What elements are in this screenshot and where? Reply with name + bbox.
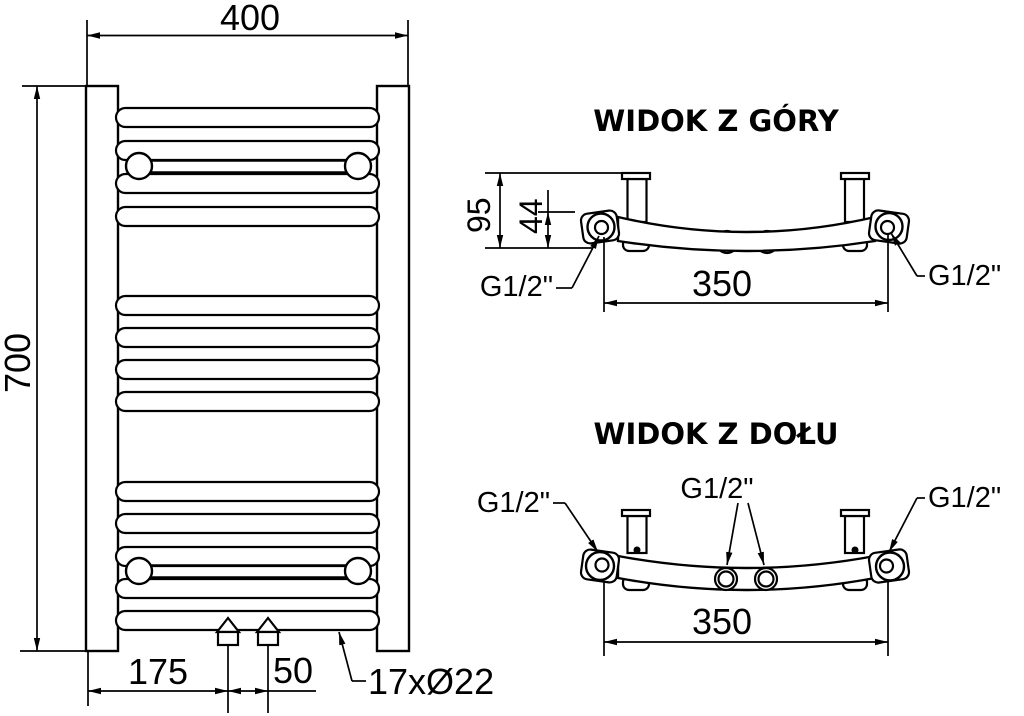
radiator-rung — [114, 106, 381, 129]
wall-post-left — [620, 171, 652, 253]
radiator-rung — [114, 512, 381, 535]
radiator-rung — [114, 545, 381, 568]
bottom-offset-label: 175 — [128, 651, 188, 692]
radiator-rung — [114, 358, 381, 381]
top-left-connection-callout: G1/2" — [480, 235, 600, 303]
connection-right-bottom — [867, 548, 911, 584]
upper-bracket-left — [124, 151, 154, 181]
radiator-rung — [114, 139, 381, 162]
dimension-valve-offsets: 175 50 — [87, 650, 316, 706]
curved-rail-bottom — [616, 554, 877, 592]
width-label: 400 — [220, 0, 280, 38]
bottom-left-connection-label: G1/2" — [477, 487, 550, 519]
connection-left-bottom — [579, 548, 621, 584]
radiator-rung — [114, 480, 381, 503]
bottom-center-connection-label: G1/2" — [680, 473, 753, 505]
rung-spec-callout: 17xØ22 — [338, 631, 494, 702]
bottom-view: WIDOK Z DOŁU — [477, 417, 1001, 656]
radiator-rung — [114, 294, 381, 317]
radiator-rung — [114, 172, 381, 195]
top-view-title: WIDOK Z GÓRY — [593, 104, 839, 138]
bottom-view-title: WIDOK Z DOŁU — [593, 417, 838, 451]
top-view: WIDOK Z GÓRY — [461, 104, 1001, 312]
dimension-width: 400 — [86, 0, 409, 85]
right-collector-tube — [375, 84, 411, 653]
curved-rail — [616, 215, 877, 253]
dimension-depth-95: 95 — [461, 173, 593, 249]
top-right-connection-label: G1/2" — [928, 260, 1001, 292]
lower-bracket-right — [343, 556, 373, 586]
top-right-connection-callout: G1/2" — [890, 232, 1001, 292]
dimension-height: 700 — [0, 85, 86, 652]
top-connection-spacing-label: 350 — [692, 263, 752, 304]
dimension-bottom-350: 350 — [603, 582, 889, 656]
radiator-rung — [114, 577, 381, 600]
radiator-rung — [114, 326, 381, 349]
connection-right — [867, 209, 911, 245]
connection-left — [579, 209, 621, 245]
valve-spacing-label: 50 — [273, 650, 313, 691]
radiator-rung — [114, 609, 381, 632]
bottom-center-connection-callout: G1/2" — [680, 473, 765, 566]
bottom-connection-spacing-label: 350 — [692, 601, 752, 642]
depth-label: 95 — [461, 197, 497, 233]
bottom-left-connection-callout: G1/2" — [477, 487, 599, 553]
tube-axis-depth-label: 44 — [513, 198, 549, 234]
lower-bracket-left — [124, 556, 154, 586]
valve-right — [254, 616, 282, 713]
dimension-top-350: 350 — [603, 235, 889, 312]
dimension-depth-44: 44 — [513, 190, 575, 248]
radiator-rung — [114, 390, 381, 413]
rung-spec-label: 17xØ22 — [368, 661, 494, 702]
valve-left — [214, 616, 242, 713]
left-collector-tube — [84, 84, 120, 653]
height-label: 700 — [0, 333, 38, 393]
radiator-rung — [114, 205, 381, 228]
upper-bracket-right — [343, 151, 373, 181]
wall-post-right-bottom — [839, 508, 871, 592]
bottom-right-connection-callout: G1/2" — [888, 482, 1001, 553]
top-left-connection-label: G1/2" — [480, 271, 553, 303]
front-view: 400 700 175 50 17xØ22 — [0, 0, 494, 713]
wall-post-left-bottom — [620, 508, 652, 592]
center-connections — [713, 566, 779, 592]
bottom-right-connection-label: G1/2" — [928, 482, 1001, 514]
